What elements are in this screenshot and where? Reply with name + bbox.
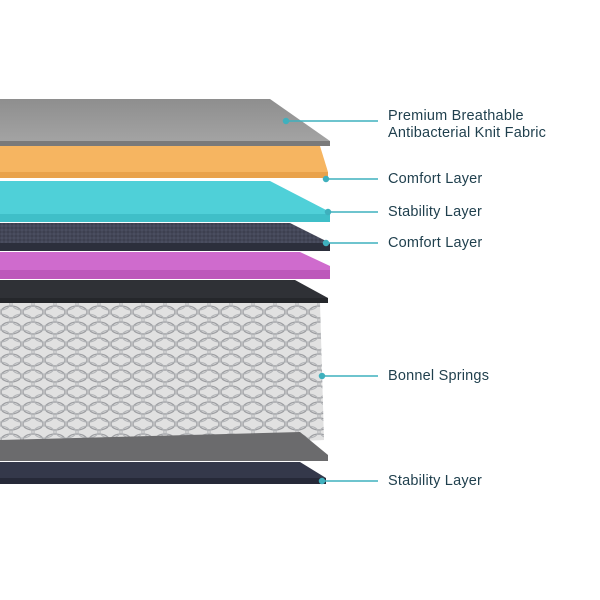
label-comfort-layer-top-text: Comfort Layer <box>388 171 483 187</box>
label-bonnel-springs-text: Bonnel Springs <box>388 368 490 384</box>
label-bonnel-springs: Bonnel Springs <box>388 368 489 385</box>
label-stability-layer-top: Stability Layer <box>388 204 482 221</box>
layer-comfort-dark-fabric <box>0 223 330 251</box>
label-knit-fabric: Premium Breathable Antibacterial Knit Fa… <box>388 108 546 142</box>
layer-bonnel-springs <box>0 303 324 455</box>
label-comfort-layer-mid: Comfort Layer <box>388 235 482 252</box>
label-stability-layer-bottom: Stability Layer <box>388 473 482 490</box>
label-stability-layer-bottom-text: Stability Layer <box>388 473 483 489</box>
layer-dark-felt <box>0 280 328 303</box>
layer-bottom-felt <box>0 432 328 461</box>
layer-stability-teal <box>0 181 330 222</box>
label-stability-layer-top-text: Stability Layer <box>388 204 483 220</box>
label-comfort-layer-top: Comfort Layer <box>388 171 482 188</box>
layer-knit-fabric <box>0 99 330 146</box>
label-comfort-layer-mid-text: Comfort Layer <box>388 235 483 251</box>
layer-comfort-orange <box>0 146 328 178</box>
layer-base-fabric <box>0 462 326 484</box>
layer-pink-foam <box>0 252 330 279</box>
label-knit-fabric-line1: Premium Breathable <box>388 108 524 124</box>
leader-lines <box>282 117 378 485</box>
label-knit-fabric-line2: Antibacterial Knit Fabric <box>388 125 547 141</box>
